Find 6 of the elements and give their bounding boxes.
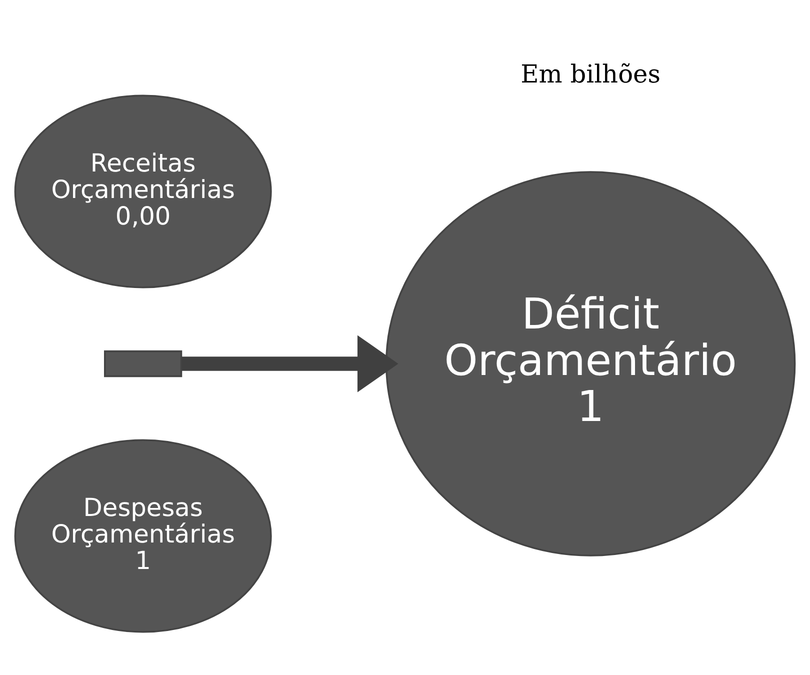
- node-bar: [104, 350, 182, 377]
- arrow: [182, 334, 398, 392]
- node-ellipse: Despesas Orçamentárias 1: [14, 438, 272, 632]
- node-circle: Déficit Orçamentário 1: [385, 170, 796, 556]
- node-ellipse: Receitas Orçamentárias 0,00: [14, 94, 272, 288]
- label: Em bilhões: [520, 59, 661, 88]
